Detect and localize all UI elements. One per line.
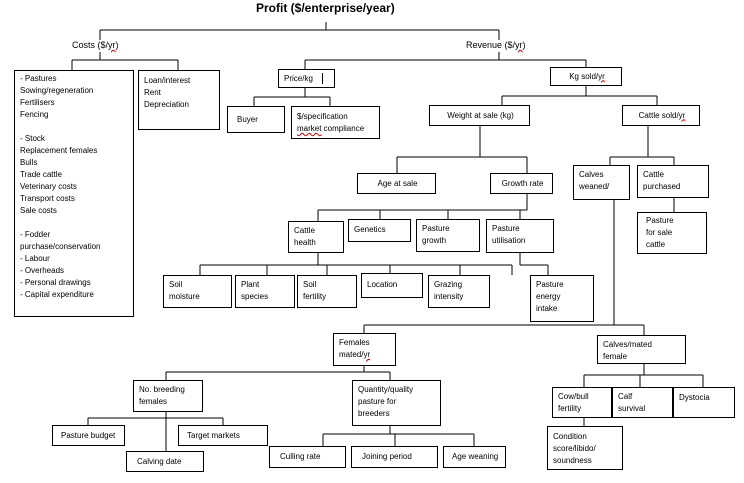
- soil-moisture-box: Soil moisture: [163, 275, 232, 308]
- calf-survival-box: Calf survival: [612, 387, 673, 418]
- kg-sold-box: Kg sold/yr: [550, 67, 622, 86]
- target-markets-box: Target markets: [178, 425, 268, 446]
- price-per-kg-box: Price/kg: [278, 69, 335, 88]
- location-box: Location: [361, 273, 423, 298]
- pasture-budget-box: Pasture budget: [52, 425, 125, 446]
- buyer-box: Buyer: [227, 106, 285, 133]
- pasture-for-sale-cattle-box: Pasture for sale cattle: [637, 212, 707, 254]
- cattle-health-box: Cattle health: [288, 221, 344, 253]
- joining-period-box: Joining period: [351, 446, 438, 468]
- calves-per-mated-female-box: Calves/mated female: [597, 335, 686, 364]
- culling-rate-box: Culling rate: [269, 446, 346, 468]
- profit-title: Profit ($/enterprise/year): [256, 1, 395, 15]
- text-cursor: [322, 73, 323, 84]
- genetics-box: Genetics: [348, 219, 411, 242]
- grazing-intensity-box: Grazing intensity: [428, 275, 490, 308]
- price-per-kg-label: Price/kg: [284, 73, 313, 83]
- costs-list-box: - Pastures Sowing/regeneration Fertilise…: [14, 70, 134, 317]
- fixed-costs-box: Loan/interest Rent Depreciation: [138, 70, 220, 130]
- condition-score-box: Condition score/libido/ soundness: [547, 426, 623, 470]
- age-at-sale-box: Age at sale: [357, 173, 436, 194]
- quantity-quality-pasture-box: Quantity/quality pasture for breeders: [352, 380, 441, 426]
- cow-bull-fertility-box: Cow/bull fertility: [552, 387, 612, 418]
- calving-date-box: Calving date: [126, 451, 204, 472]
- pasture-utilisation-box: Pasture utilisation: [486, 219, 554, 253]
- age-weaning-box: Age weaning: [443, 446, 506, 468]
- plant-species-box: Plant species: [235, 275, 295, 308]
- cattle-sold-box: Cattle sold/yr: [622, 105, 700, 126]
- spec-compliance-box: $/specification market compliance: [291, 106, 380, 139]
- dystocia-box: Dystocia: [673, 387, 735, 418]
- costs-label: Costs ($/yr): [72, 40, 119, 50]
- weight-at-sale-box: Weight at sale (kg): [429, 105, 530, 126]
- pasture-energy-intake-box: Pasture energy intake: [530, 275, 594, 322]
- no-breeding-females-box: No. breeding females: [133, 380, 203, 412]
- revenue-label: Revenue ($/yr): [466, 40, 526, 50]
- growth-rate-box: Growth rate: [490, 173, 553, 194]
- pasture-growth-box: Pasture growth: [416, 219, 480, 252]
- soil-fertility-box: Soil fertility: [297, 275, 357, 308]
- calves-weaned-box: Calves weaned/: [573, 165, 630, 200]
- cattle-purchased-box: Cattle purchased: [637, 165, 709, 198]
- females-mated-box: Females mated/yr: [333, 333, 396, 366]
